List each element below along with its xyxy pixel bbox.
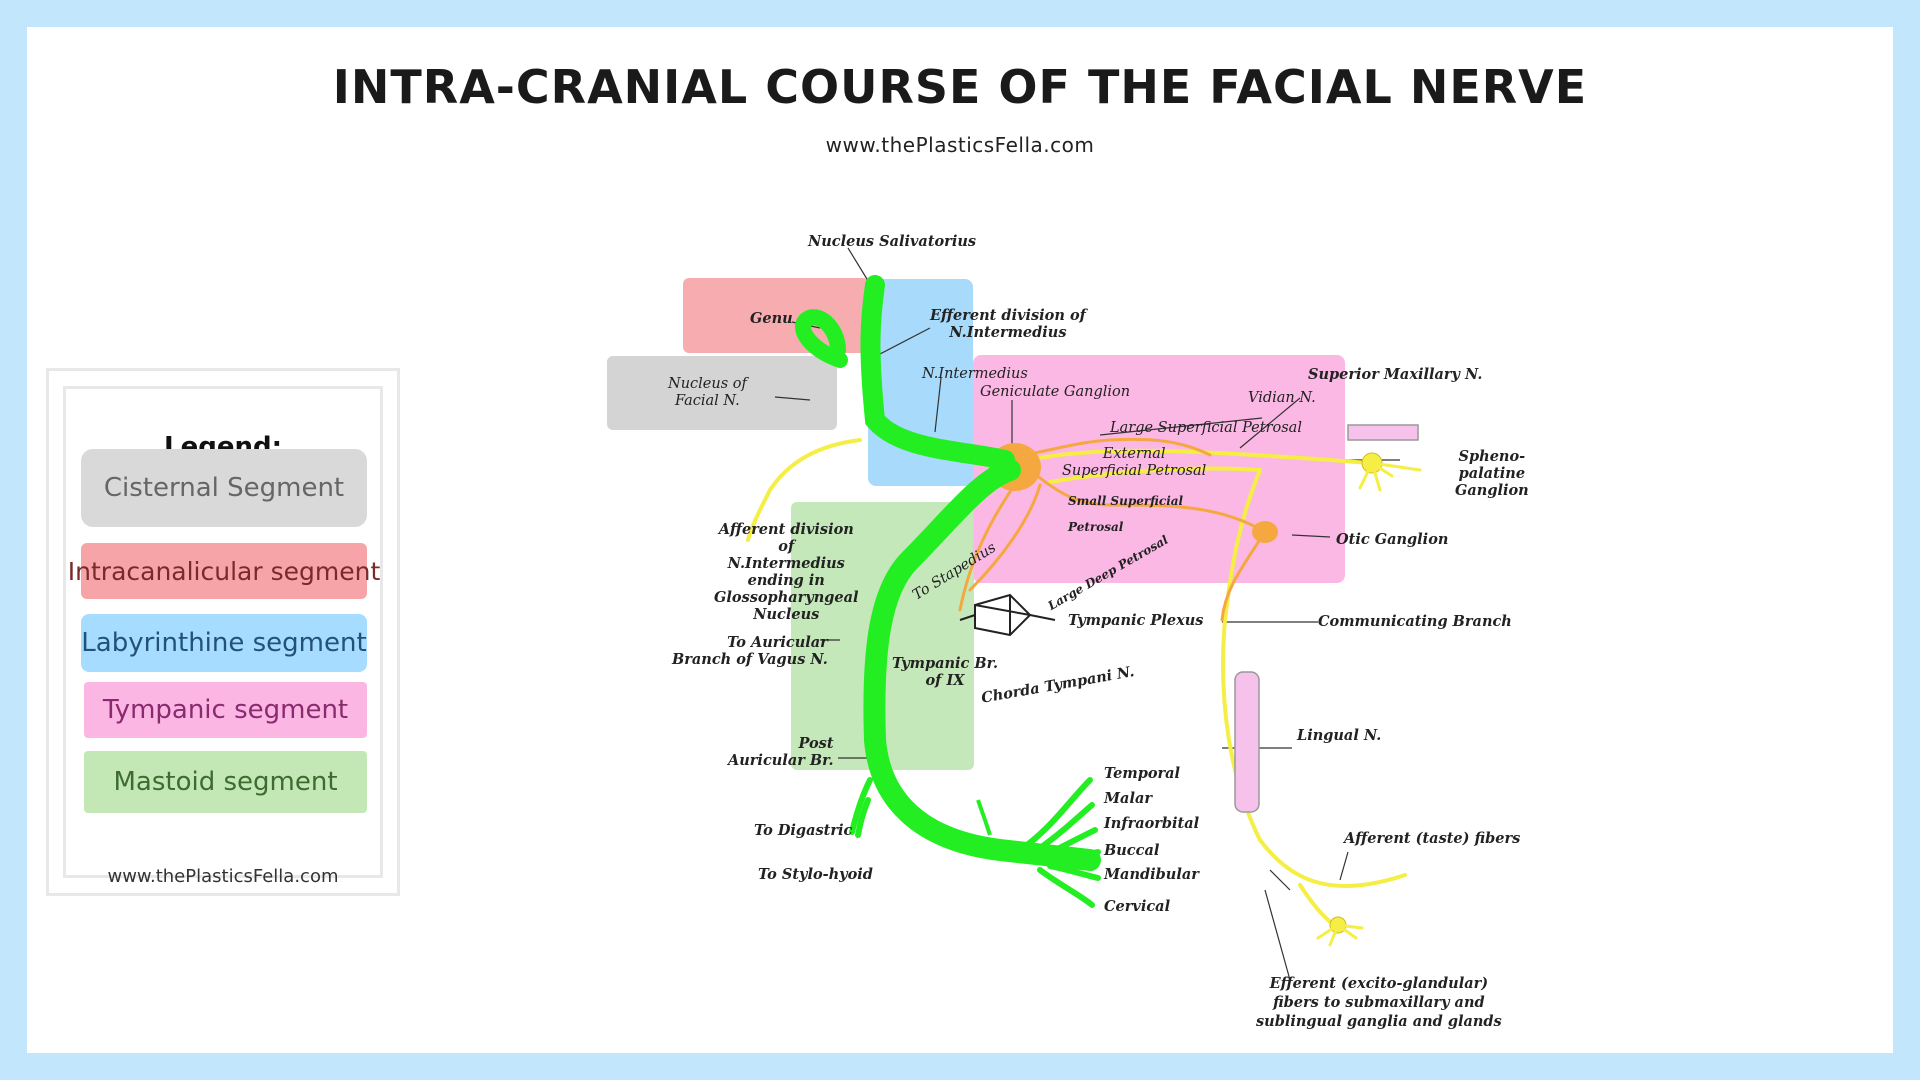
leader-line	[1291, 534, 1331, 538]
label-temporal: Temporal	[1104, 765, 1181, 782]
region-cisternal	[607, 356, 837, 430]
infraorbital-branch	[1037, 827, 1098, 861]
label-to-digastric: To Digastric	[754, 822, 853, 839]
ganglion-rays	[1316, 461, 1422, 947]
main-nerve	[795, 275, 1101, 871]
label-lingual: Lingual N.	[1297, 727, 1382, 744]
large-petrosal-branch	[1028, 448, 1372, 465]
label-to-stylohyoid: To Stylo-hyoid	[758, 866, 873, 883]
label-malar: Malar	[1104, 790, 1152, 807]
label-superior-maxillary: Superior Maxillary N.	[1308, 366, 1483, 383]
leader-line	[774, 396, 811, 401]
yellow-ganglia	[1329, 452, 1383, 934]
label-tympanic-br: Tympanic Br. of IX	[892, 655, 999, 689]
temporal-branch	[1017, 777, 1093, 853]
small-petrosal-branch	[1048, 466, 1262, 484]
facial-branches	[849, 777, 1101, 908]
label-efferent-division: Efferent division of N.Intermedius	[930, 307, 1086, 341]
malar-branch	[1027, 802, 1095, 858]
afferent-branch	[746, 438, 862, 542]
cervical-branch	[1037, 867, 1095, 908]
leader-line	[1239, 397, 1301, 449]
label-afferent-taste: Afferent (taste) fibers	[1344, 830, 1521, 847]
legend-item-intracanalicular: Intracanalicular segment	[68, 543, 380, 599]
leader-line	[1339, 851, 1349, 881]
label-external-superficial-petrosal: External Superficial Petrosal	[1062, 446, 1207, 479]
nerve-trunk-exit	[864, 729, 1101, 871]
label-spheno-palatine: Spheno- palatine Ganglion	[1455, 448, 1529, 499]
leader-line	[847, 247, 871, 285]
label-genu: Genu	[750, 310, 793, 327]
legend-item-mastoid: Mastoid segment	[84, 751, 367, 813]
label-small-superficial-petrosal: Small Superficial Petrosal	[1068, 494, 1184, 534]
legend-frame	[46, 368, 400, 896]
nerve-trunk-descending	[863, 459, 1021, 751]
legend-url: www.thePlasticsFella.com	[107, 866, 339, 887]
label-large-superficial-petrosal: Large Superficial Petrosal	[1110, 420, 1302, 436]
label-infraorbital: Infraorbital	[1104, 815, 1200, 832]
orange-path	[1028, 468, 1267, 534]
legend-item-labyrinthine: Labyrinthine segment	[81, 614, 367, 672]
label-communicating-branch: Communicating Branch	[1318, 613, 1512, 630]
legend-item-tympanic: Tympanic segment	[84, 682, 367, 738]
label-vidian: Vidian N.	[1248, 390, 1316, 406]
label-to-auricular: To Auricular Branch of Vagus N.	[672, 634, 828, 668]
legend-item-cisternal: Cisternal Segment	[81, 449, 367, 527]
label-afferent-division: Afferent division of N.Intermedius endin…	[714, 521, 859, 623]
otic-ganglion	[1252, 521, 1278, 543]
leader-line	[1264, 889, 1291, 981]
orange-path	[1220, 530, 1267, 622]
page-title: INTRA-CRANIAL COURSE OF THE FACIAL NERVE	[332, 60, 1588, 114]
label-nucleus-facial: Nucleus of Facial N.	[668, 376, 747, 409]
label-otic-ganglion: Otic Ganglion	[1336, 531, 1449, 548]
orange-path	[968, 483, 1042, 592]
nerve-trunk-upper	[860, 275, 1015, 470]
genu-loop	[795, 309, 848, 368]
plexus-lines	[959, 595, 1056, 635]
leader-line	[877, 327, 931, 356]
buccal-branch	[1047, 849, 1101, 865]
yellow-branches	[746, 282, 1407, 932]
mandibular-branch	[1047, 863, 1101, 881]
digastric-branch	[849, 777, 873, 835]
label-geniculate-ganglion: Geniculate Ganglion	[980, 384, 1131, 400]
leader-line	[1099, 417, 1263, 436]
stylohyoid-branch	[855, 797, 871, 838]
superior-maxillary-tube	[1347, 424, 1419, 441]
ganglion-rays-upper	[1358, 461, 1422, 492]
label-cervical: Cervical	[1104, 898, 1171, 915]
ganglion-rays-lower	[1316, 923, 1364, 947]
page-subtitle: www.thePlasticsFella.com	[825, 133, 1095, 157]
orange-network	[958, 437, 1267, 622]
orange-path	[1023, 437, 1212, 457]
plexus-outline	[974, 593, 1032, 637]
tympanic-plexus	[959, 593, 1056, 637]
label-mandibular: Mandibular	[1104, 866, 1199, 883]
chorda-stub	[976, 799, 992, 836]
label-buccal: Buccal	[1104, 842, 1160, 859]
leader-line	[934, 377, 942, 433]
label-n-intermedius: N.Intermedius	[922, 366, 1028, 382]
orange-path	[958, 478, 1020, 612]
label-post-auricular: Post Auricular Br.	[728, 735, 834, 769]
chorda-tympani-branch	[1221, 468, 1407, 888]
leader-line	[1269, 869, 1291, 891]
label-tympanic-plexus: Tympanic Plexus	[1068, 612, 1204, 629]
lingual-nerve-tube	[1234, 671, 1260, 813]
label-nucleus-salivatorius: Nucleus Salivatorius	[808, 233, 977, 250]
label-efferent-fibers: Efferent (excito-glandular) fibers to su…	[1256, 975, 1502, 1030]
